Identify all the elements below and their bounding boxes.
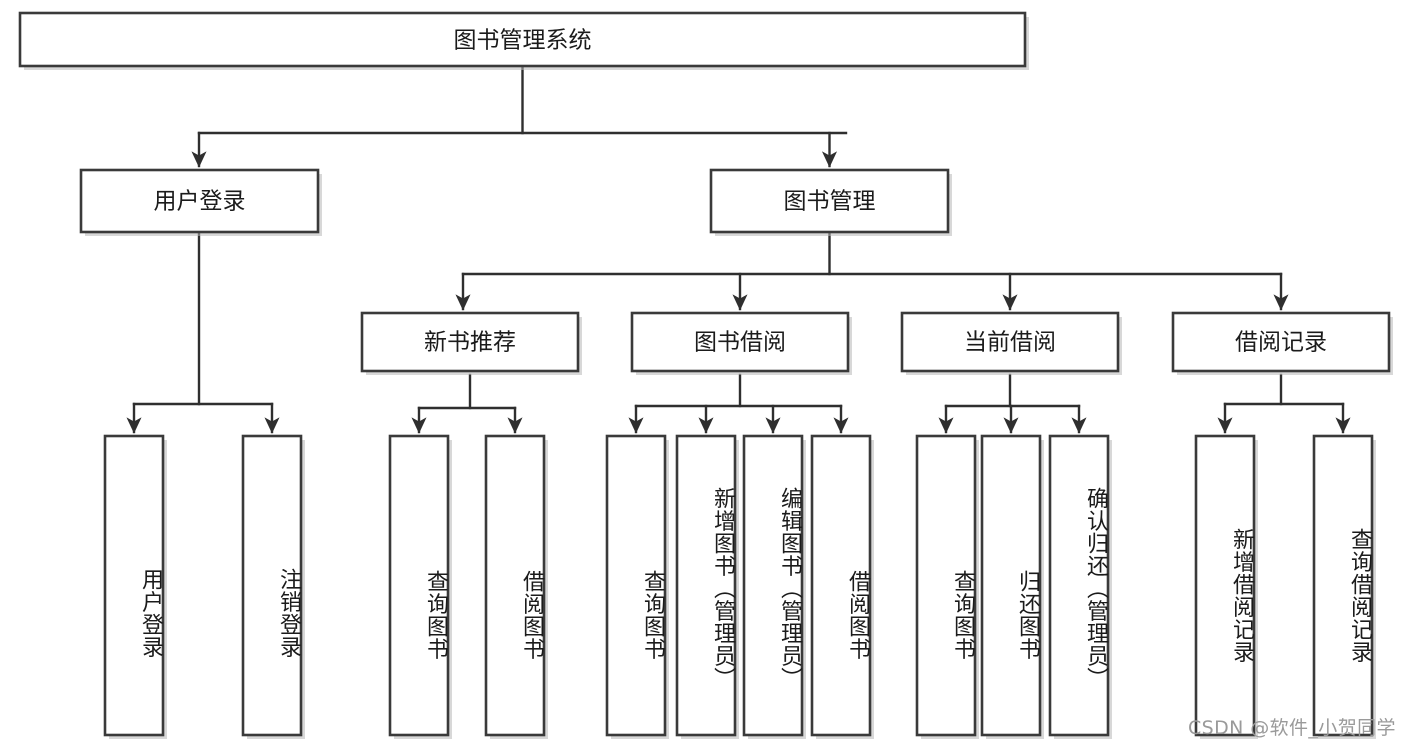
node-leaf-borrow-book-2-box[interactable] (810, 434, 872, 737)
node-borrow-record-box[interactable] (1171, 311, 1391, 373)
node-leaf-return-book-box[interactable] (980, 434, 1042, 737)
node-new-book-rec-label: 新书推荐 (424, 330, 516, 356)
nodes-layer: 图书管理系统 用户登录 图书管理 新书推荐 图书借阅 当前借阅 借阅记录 (18, 11, 1393, 739)
node-user-login-label: 用户登录 (154, 189, 246, 215)
node-leaf-borrow-book-1-box[interactable] (484, 434, 546, 737)
node-book-borrow-box[interactable] (630, 311, 850, 373)
node-new-book-rec-box[interactable] (360, 311, 580, 373)
node-leaf-edit-book-box[interactable] (742, 434, 804, 737)
node-leaf-user-login-box[interactable] (103, 434, 165, 737)
node-current-borrow-box[interactable] (900, 311, 1120, 373)
csdn-watermark: CSDN @软件_小贺同学 (1188, 717, 1396, 739)
node-leaf-query-record-box[interactable] (1312, 434, 1374, 737)
node-current-borrow-label: 当前借阅 (964, 330, 1056, 356)
node-leaf-add-record-box[interactable] (1194, 434, 1256, 737)
node-leaf-logout-box[interactable] (241, 434, 303, 737)
node-borrow-record-label: 借阅记录 (1235, 330, 1327, 356)
node-leaf-query-book-1-box[interactable] (388, 434, 450, 737)
node-book-manage-label: 图书管理 (784, 189, 876, 215)
node-leaf-query-book-3-box[interactable] (915, 434, 977, 737)
node-book-manage-box[interactable] (709, 168, 950, 234)
node-root-box[interactable] (18, 11, 1027, 68)
node-leaf-query-book-2-box[interactable] (605, 434, 667, 737)
node-user-login-box[interactable] (79, 168, 320, 234)
node-root-label: 图书管理系统 (454, 28, 592, 54)
node-leaf-confirm-return-box[interactable] (1048, 434, 1110, 737)
node-book-borrow-label: 图书借阅 (694, 330, 786, 356)
connectors-layer (126, 65, 1351, 434)
node-leaf-add-book-box[interactable] (675, 434, 737, 737)
